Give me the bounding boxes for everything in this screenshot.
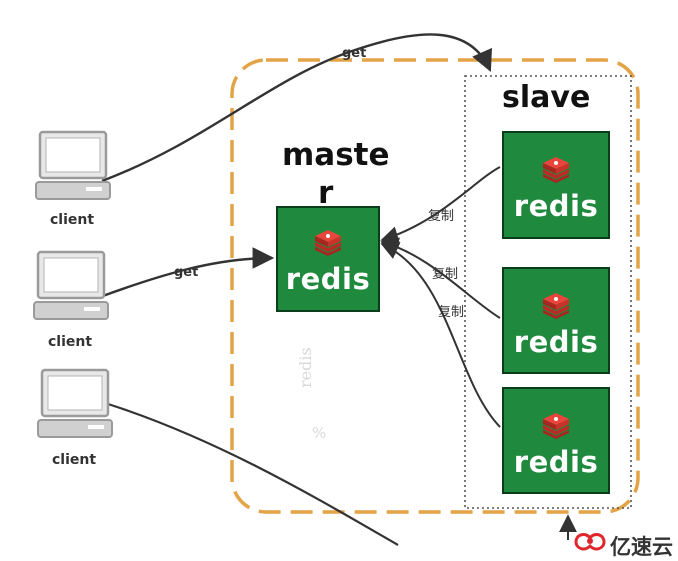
node-label: redis [285, 262, 371, 296]
node-label: redis [513, 325, 599, 359]
get-arrow-top [101, 33, 492, 183]
faint-text-1: redis [296, 347, 315, 388]
node-label: redis [513, 445, 599, 479]
yisu-cloud-logo-icon [574, 533, 606, 551]
watermark-text: 亿速云 [610, 535, 673, 559]
redis-logo-icon [543, 293, 569, 319]
redis-logo-icon [543, 413, 569, 439]
slave-redis-node-2: redis [502, 267, 610, 374]
client3-line [107, 402, 399, 546]
replicate-arrow-3 [380, 242, 501, 428]
cluster-boundary [230, 58, 640, 514]
replicate-label-1: 复制 [428, 209, 455, 224]
laptop-icon [33, 250, 109, 320]
client-3: client [34, 370, 114, 470]
replicate-arrow-1 [380, 166, 501, 244]
slave-title: slave [502, 80, 591, 115]
replicate-label-2: 复制 [432, 267, 459, 282]
get-label-top: get [342, 46, 367, 61]
master-title-line1: maste [282, 137, 390, 173]
slave-redis-node-3: redis [502, 387, 610, 494]
master-title-wrap: r [318, 174, 333, 212]
client-1: client [32, 132, 112, 232]
master-title: maste [282, 136, 390, 174]
replicate-label-3: 复制 [438, 305, 465, 320]
laptop-icon [35, 130, 111, 200]
master-redis-node: redis [276, 206, 380, 312]
redis-logo-icon [315, 230, 341, 256]
client-2: client [30, 252, 110, 352]
master-title-line2: r [318, 175, 334, 211]
client-label: client [51, 452, 97, 468]
redis-logo-icon [543, 157, 569, 183]
laptop-icon [37, 368, 113, 438]
client-label: client [47, 334, 93, 350]
client-label: client [49, 212, 95, 228]
slave-redis-node-1: redis [502, 131, 610, 239]
faint-text-2: % [312, 424, 327, 442]
get-label-middle: get [174, 265, 199, 280]
get-arrow-middle [99, 247, 275, 299]
node-label: redis [513, 189, 599, 223]
